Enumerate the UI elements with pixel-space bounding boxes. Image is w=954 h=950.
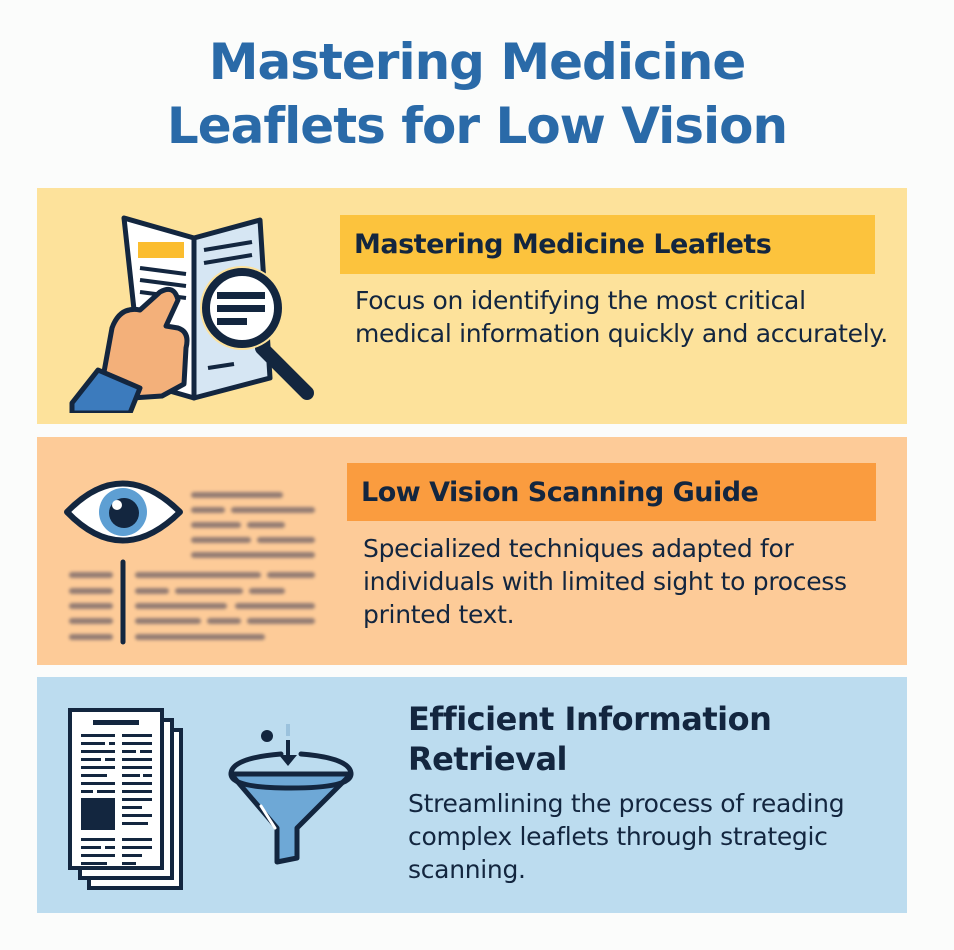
section-description: Focus on identifying the most critical m… [355,286,888,348]
section-low-vision-scanning: Low Vision Scanning Guide Specialized te… [37,437,907,665]
funnel-filter-icon [225,722,365,872]
section-heading: Low Vision Scanning Guide [347,463,876,521]
hand-holding-leaflet-with-magnifier-icon [62,208,322,416]
section-description: Specialized techniques adapted for indiv… [363,534,847,629]
eye-scanning-blurred-text-icon [62,467,322,647]
section-description: Streamlining the process of reading comp… [408,789,845,884]
section-mastering-leaflets: Mastering Medicine Leaflets Focus on ide… [37,188,907,424]
page-title-line-2: Leaflets for Low Vision [166,97,788,155]
section-efficient-retrieval: Efficient Information Retrieval Streamli… [37,677,907,913]
page-title-line-1: Mastering Medicine [208,33,747,91]
section-heading: Mastering Medicine Leaflets [340,215,875,274]
section-heading: Efficient Information Retrieval [408,700,772,778]
stacked-documents-icon [67,702,187,892]
page-title: Mastering Medicine Leaflets for Low Visi… [0,30,954,158]
